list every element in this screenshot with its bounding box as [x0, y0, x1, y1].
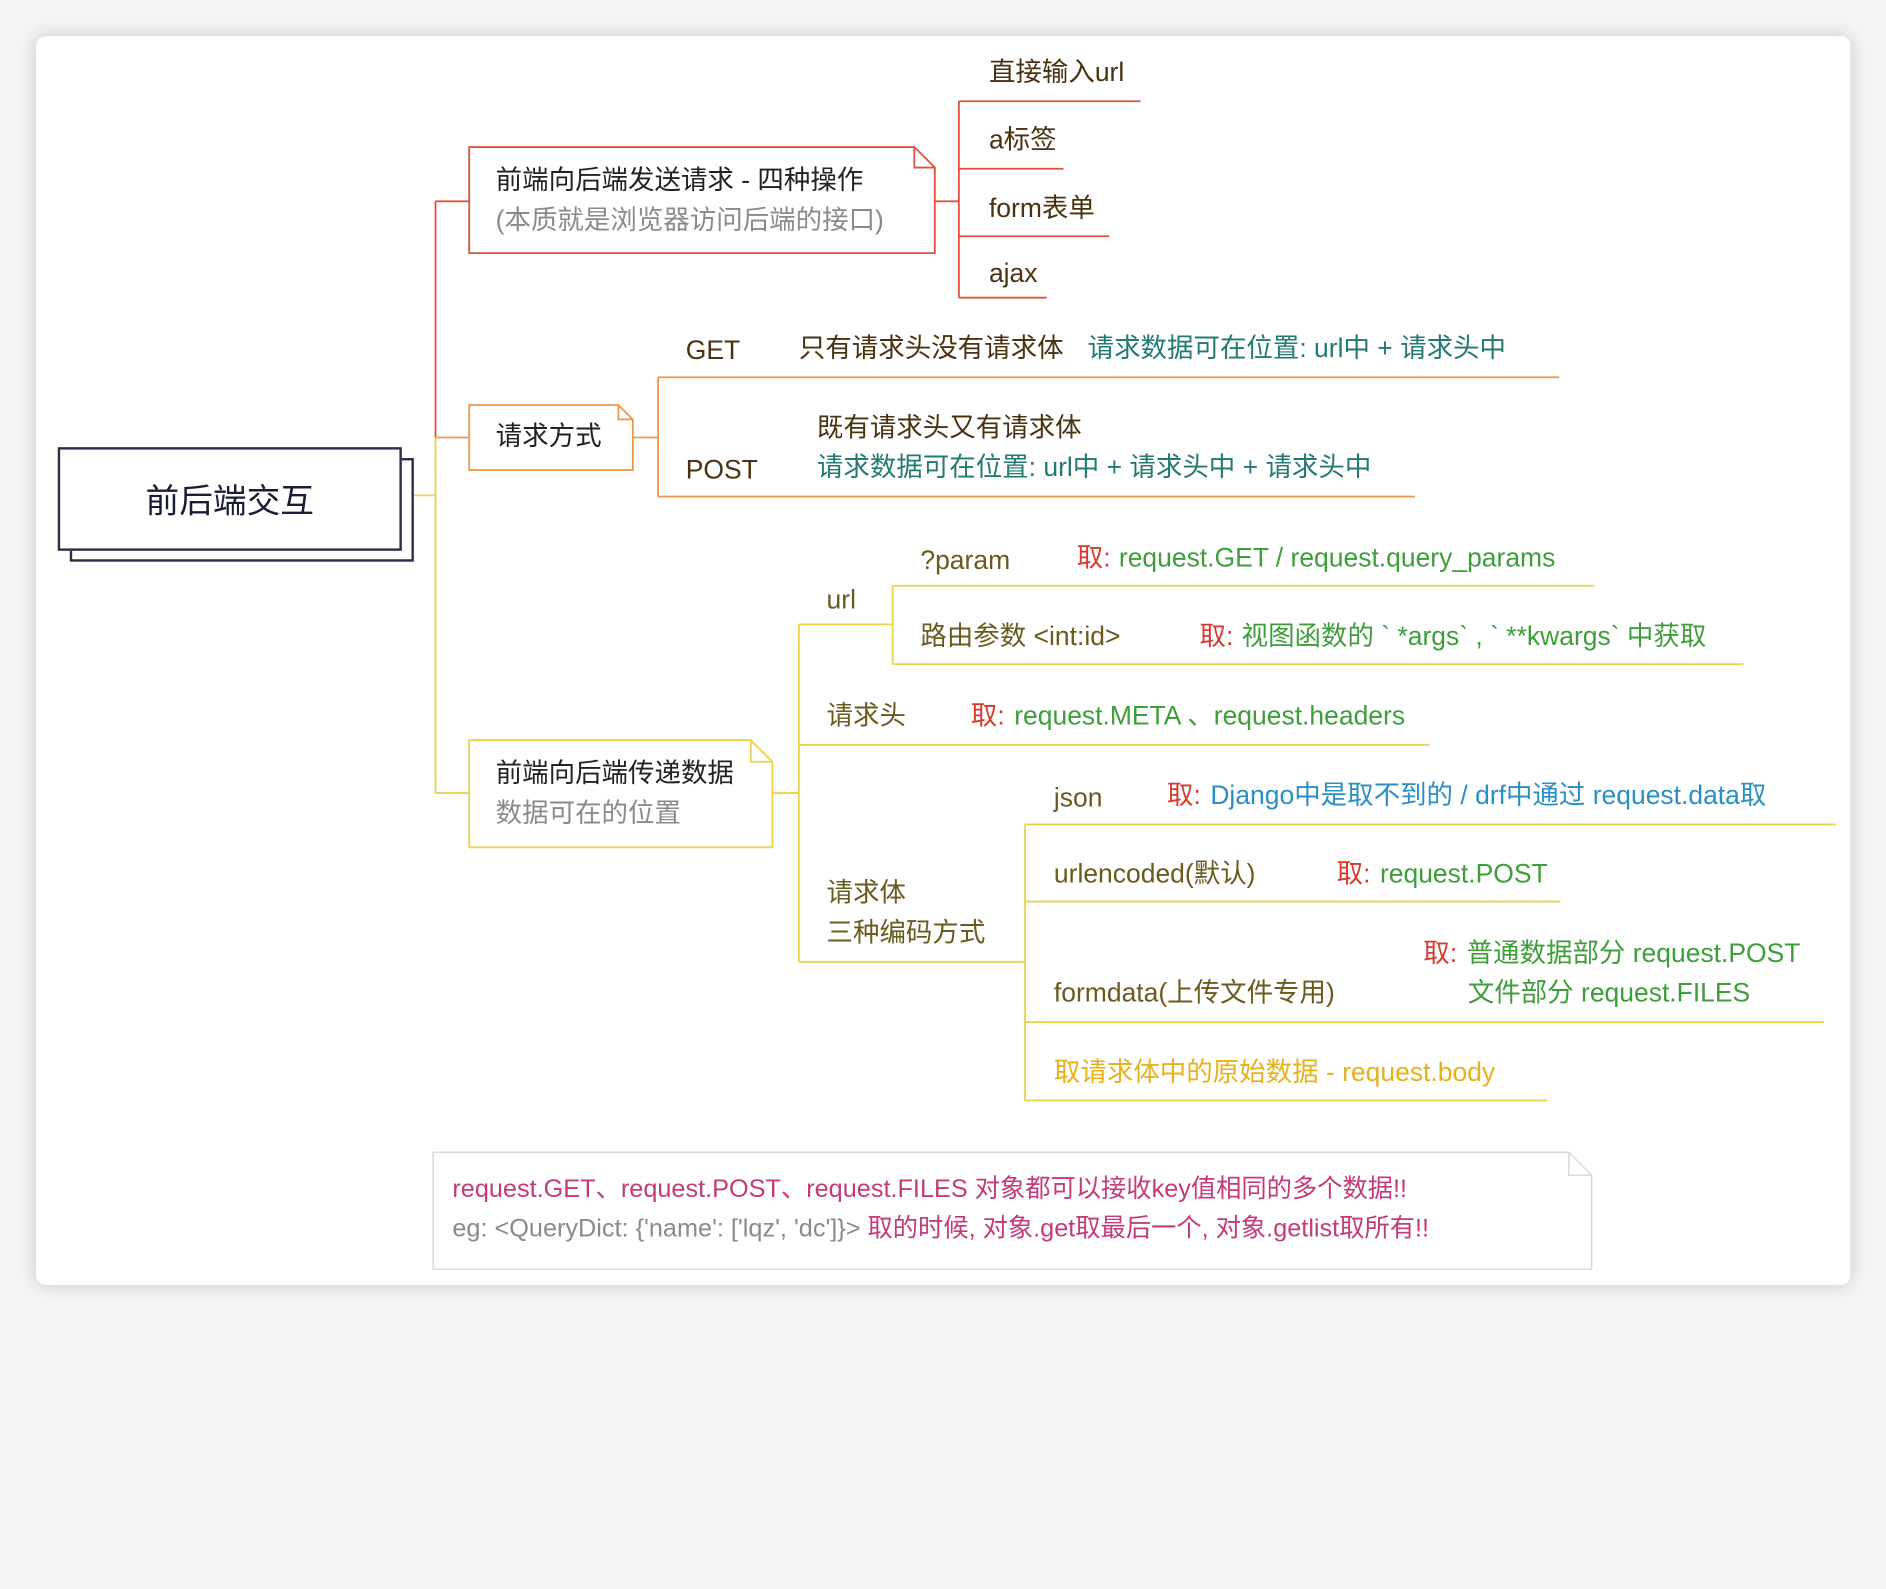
note-line-2-rest: 取的时候, 对象.get取最后一个, 对象.getlist取所有!!	[860, 1214, 1430, 1243]
route-take: 取:	[1199, 620, 1234, 651]
body-raw: 取请求体中的原始数据 - request.body	[1053, 1057, 1496, 1088]
formdata-value-2: 文件部分 request.FILES	[1467, 977, 1751, 1008]
branch1-title: 前端向后端发送请求 - 四种操作	[495, 165, 864, 196]
url-label: url	[826, 584, 856, 615]
note-line-2: eg: <QueryDict: {'name': ['lqz', 'dc']}>…	[452, 1210, 1429, 1249]
formdata-take: 取:	[1423, 937, 1458, 968]
json-value: Django中是取不到的 / drf中通过 request.data取	[1210, 779, 1767, 810]
post-desc: 既有请求头又有请求体	[816, 412, 1082, 443]
param-value: request.GET / request.query_params	[1118, 542, 1556, 573]
post-label: POST	[685, 454, 758, 485]
body-label: 请求体	[826, 877, 906, 908]
get-desc: 只有请求头没有请求体	[798, 332, 1064, 363]
branch1-child-2: a标签	[988, 124, 1057, 155]
root-node[interactable]: 前后端交互	[57, 447, 402, 551]
urlencoded-label: urlencoded(默认)	[1053, 858, 1256, 889]
connector-lines	[411, 100, 1836, 1270]
json-label: json	[1053, 782, 1103, 813]
header-label: 请求头	[826, 700, 906, 731]
branch1-child-3: form表单	[988, 192, 1095, 223]
get-label: GET	[685, 335, 741, 366]
branch3-title: 前端向后端传递数据	[495, 758, 734, 789]
get-where: 请求数据可在位置: url中 + 请求头中	[1087, 332, 1506, 363]
param-label: ?param	[920, 544, 1011, 575]
route-label: 路由参数 <int:id>	[920, 620, 1121, 651]
note-line-1: request.GET、request.POST、request.FILES 对…	[452, 1175, 1408, 1203]
canvas-card	[36, 36, 1851, 1285]
formdata-value-1: 普通数据部分 request.POST	[1466, 937, 1801, 968]
param-take: 取:	[1076, 542, 1111, 573]
urlencoded-take: 取:	[1336, 858, 1371, 889]
body-sublabel: 三种编码方式	[826, 917, 986, 948]
route-value: 视图函数的 ` *args` , ` **kwargs` 中获取	[1241, 620, 1707, 651]
branch3-subtitle: 数据可在的位置	[495, 797, 681, 829]
header-value: request.META 、request.headers	[1014, 700, 1406, 731]
root-title: 前后端交互	[145, 482, 315, 520]
formdata-label: formdata(上传文件专用)	[1053, 977, 1335, 1008]
branch2-title: 请求方式	[495, 420, 602, 451]
branch1-child-4: ajax	[988, 257, 1038, 289]
branch1-child-1: 直接输入url	[988, 56, 1125, 87]
branch1-subtitle: (本质就是浏览器访问后端的接口)	[495, 204, 884, 236]
json-take: 取:	[1167, 779, 1201, 810]
post-where: 请求数据可在位置: url中 + 请求头中 + 请求头中	[816, 451, 1372, 483]
header-take: 取:	[970, 700, 1005, 731]
urlencoded-value: request.POST	[1379, 858, 1548, 889]
note-line-2-example: eg: <QueryDict: {'name': ['lqz', 'dc']}>	[452, 1214, 861, 1243]
